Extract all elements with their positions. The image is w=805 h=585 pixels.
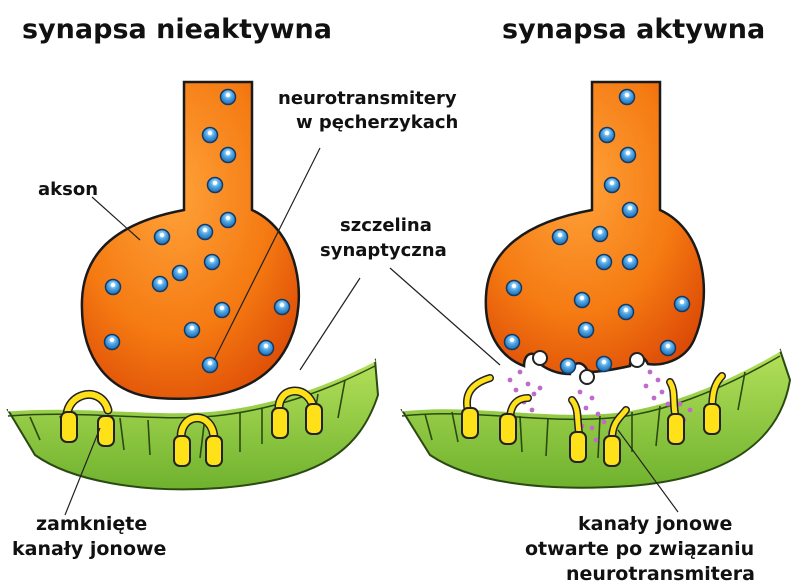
vesicle xyxy=(203,358,218,373)
neurotransmitter-dot xyxy=(518,370,523,375)
vesicle xyxy=(198,225,213,240)
vesicle xyxy=(106,280,121,295)
label-open-channels-1: kanały jonowe xyxy=(578,513,732,535)
vesicle xyxy=(597,255,612,270)
vesicle xyxy=(600,128,615,143)
neurotransmitter-dot xyxy=(538,386,543,391)
label-open-channels-3: neurotransmitera xyxy=(566,563,755,585)
vesicle xyxy=(221,213,236,228)
vesicle xyxy=(205,255,220,270)
vesicle xyxy=(620,90,635,105)
vesicle xyxy=(597,357,612,372)
vesicle xyxy=(675,297,690,312)
vesicle xyxy=(173,266,188,281)
vesicle xyxy=(259,341,274,356)
title-active-synapse: synapsa aktywna xyxy=(502,14,765,45)
title-inactive-synapse: synapsa nieaktywna xyxy=(22,14,332,45)
vesicle xyxy=(507,281,522,296)
vesicle xyxy=(623,255,638,270)
vesicle xyxy=(661,341,676,356)
neurotransmitter-dot xyxy=(578,390,583,395)
label-cleft-2: synaptyczna xyxy=(320,240,447,261)
vesicle xyxy=(215,303,230,318)
neurotransmitter-dot xyxy=(530,408,535,413)
neurotransmitter-dot xyxy=(514,388,519,393)
neurotransmitter-dot xyxy=(666,402,671,407)
neurotransmitter-dot xyxy=(660,390,665,395)
vesicle xyxy=(153,277,168,292)
vesicle xyxy=(221,148,236,163)
vesicle xyxy=(275,300,290,315)
neurotransmitter-dot xyxy=(644,384,649,389)
vesicle xyxy=(621,148,636,163)
neurotransmitter-dot xyxy=(590,426,595,431)
vesicle xyxy=(505,335,520,350)
vesicle xyxy=(185,323,200,338)
neurotransmitter-dot xyxy=(584,406,589,411)
label-closed-channels-1: zamknięte xyxy=(36,513,147,535)
vesicle xyxy=(208,178,223,193)
neurotransmitter-dot xyxy=(656,378,661,383)
neurotransmitter-dot xyxy=(594,438,599,443)
vesicle xyxy=(561,359,576,374)
neurotransmitter-dot xyxy=(590,396,595,401)
label-axon: akson xyxy=(38,179,98,200)
vesicle xyxy=(553,230,568,245)
neurotransmitter-dot xyxy=(678,402,683,407)
neurotransmitter-dot xyxy=(508,378,513,383)
neurotransmitter-dot xyxy=(648,370,653,375)
neurotransmitter-dot xyxy=(526,382,531,387)
label-open-channels-2: otwarte po związaniu xyxy=(525,538,754,560)
vesicle xyxy=(203,128,218,143)
label-neurotransmitters-1: neurotransmitery xyxy=(278,88,457,109)
label-neurotransmitters-2: w pęcherzykach xyxy=(296,112,458,133)
neurotransmitter-dot xyxy=(596,412,601,417)
vesicle xyxy=(623,203,638,218)
vesicle xyxy=(155,230,170,245)
label-cleft-1: szczelina xyxy=(340,215,432,236)
neurotransmitter-dot xyxy=(602,420,607,425)
label-closed-channels-2: kanały jonowe xyxy=(12,538,166,560)
neurotransmitter-dot xyxy=(688,408,693,413)
vesicle xyxy=(593,227,608,242)
neurotransmitter-dot xyxy=(652,396,657,401)
vesicle xyxy=(579,323,594,338)
vesicle xyxy=(105,335,120,350)
neurotransmitter-dot xyxy=(532,392,537,397)
vesicle xyxy=(575,293,590,308)
vesicle xyxy=(221,90,236,105)
vesicle xyxy=(619,305,634,320)
vesicle xyxy=(605,178,620,193)
